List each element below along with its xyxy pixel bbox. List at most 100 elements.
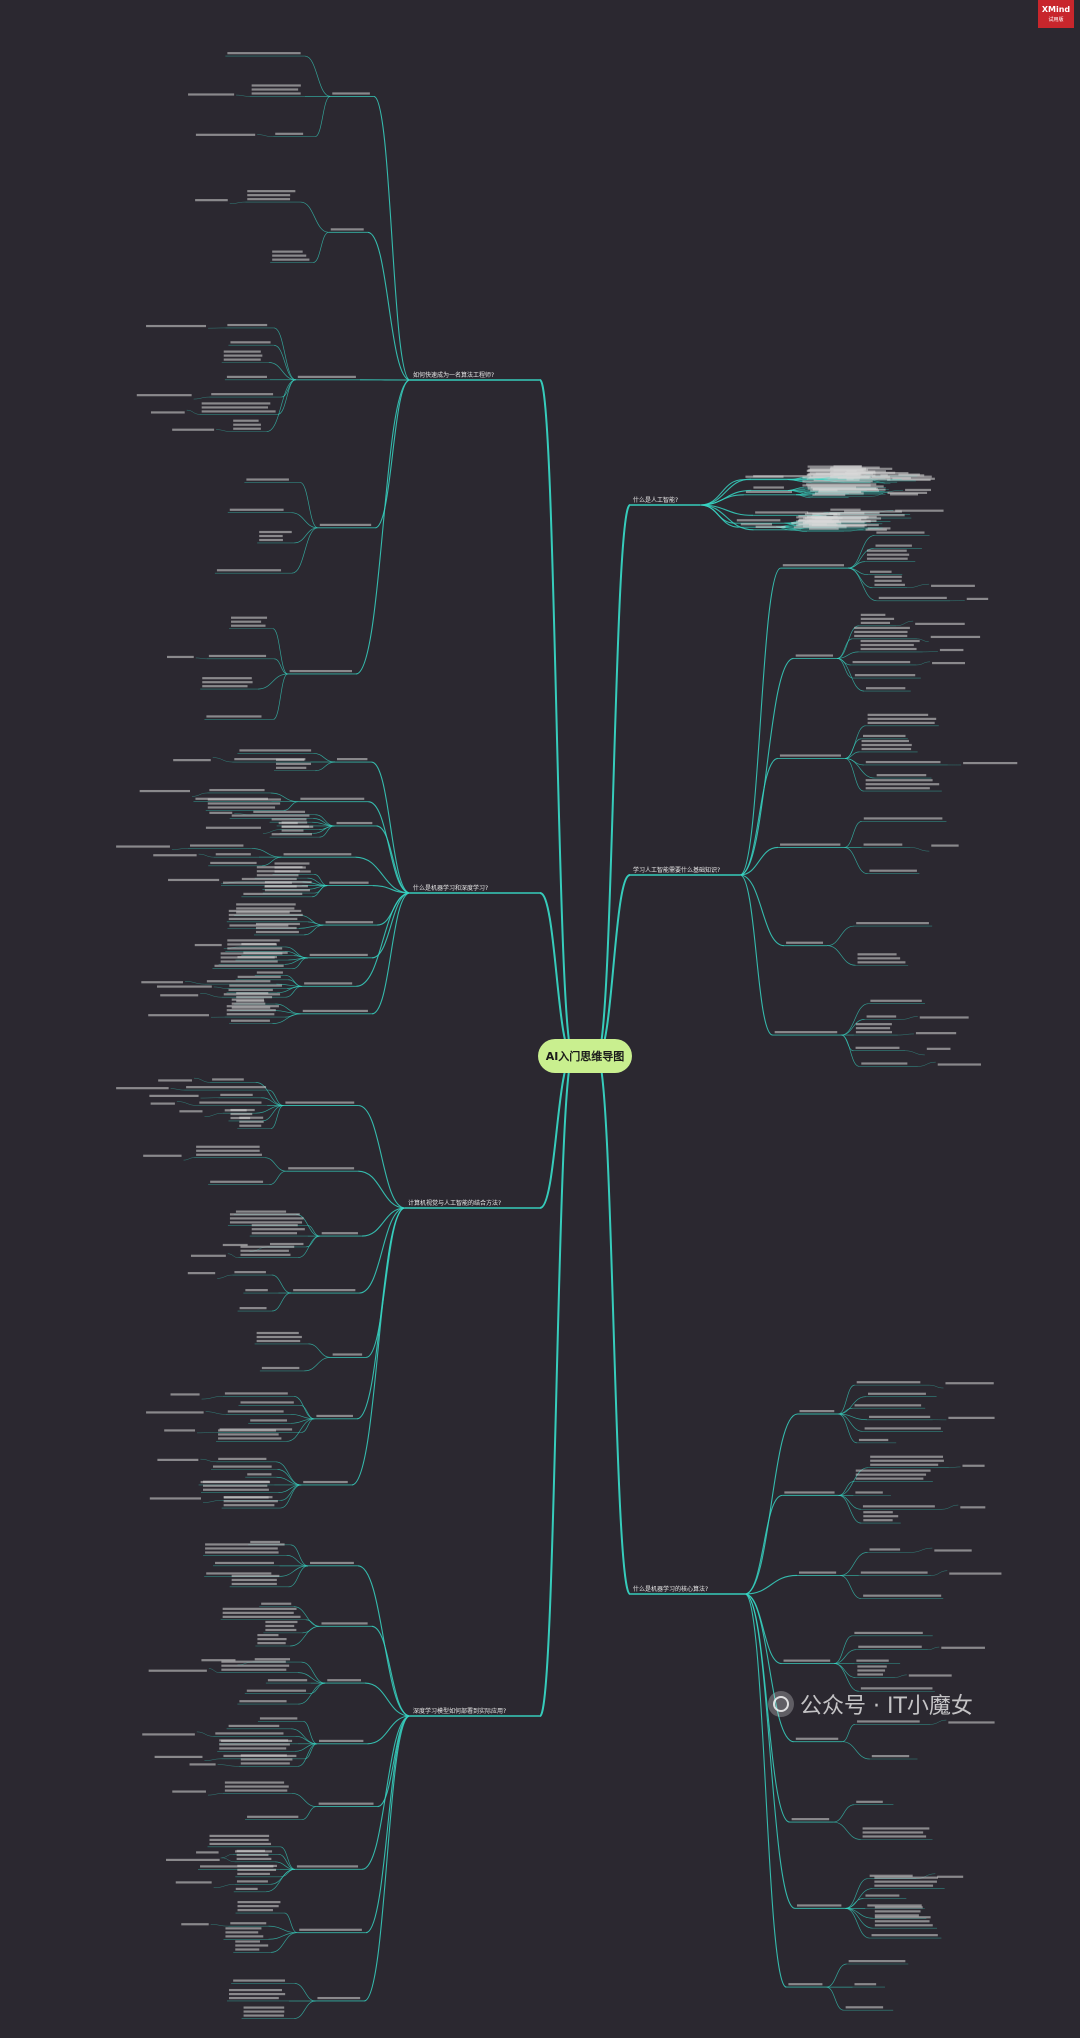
leaf-connector: [795, 494, 811, 499]
leaf-topic-text: [250, 1419, 288, 1422]
leaf-connector: [276, 1476, 302, 1486]
leaf-topic-text: [966, 597, 989, 601]
leaf-topic-text: [854, 1983, 877, 1986]
leaf-topic-text: [251, 1232, 298, 1235]
leaf-topic-text: [228, 913, 303, 917]
leaf-topic-text: [173, 759, 211, 762]
leaf-topic-text: [869, 1548, 901, 1551]
sub-topic-text: [332, 1353, 363, 1356]
branch-topic[interactable]: 深度学习模型如何部署到实际应用?: [413, 1708, 507, 1715]
leaf-connector: [288, 1565, 309, 1588]
leaf-topic-text: [866, 549, 907, 552]
leaf-topic-text: [264, 889, 310, 892]
leaf-topic-text: [231, 1578, 277, 1582]
leaf-connector: [284, 1912, 298, 1934]
branch-topic[interactable]: 如何快速成为一名算法工程师?: [413, 372, 495, 379]
leaf-connector: [844, 820, 862, 848]
leaf-topic-text: [223, 1504, 275, 1507]
leaf-topic-text: [206, 715, 262, 718]
leaf-topic-text: [861, 747, 912, 751]
leaf-topic-text: [275, 132, 304, 135]
leaf-topic-text: [256, 870, 300, 873]
leaf-topic-text: [247, 194, 291, 197]
leaf-topic-text: [219, 1739, 289, 1742]
leaf-connector: [872, 492, 889, 497]
leaf-topic-text: [863, 1511, 893, 1514]
sub-connector: [356, 1207, 406, 1420]
leaf-topic-text: [218, 1437, 282, 1440]
sub-connector: [367, 231, 411, 381]
leaf-connector: [277, 1469, 302, 1486]
sub-connector: [699, 494, 744, 506]
leaf-connector: [196, 1731, 214, 1737]
leaf-topic-text: [236, 992, 269, 995]
leaf-topic-text: [229, 508, 284, 511]
sub-connector: [356, 892, 411, 987]
branch-connector: [596, 504, 631, 1057]
sub-connector: [371, 1625, 411, 1717]
leaf-connector: [896, 620, 914, 627]
leaf-topic-text: [265, 1620, 298, 1624]
leaf-topic-text: [148, 1014, 209, 1017]
leaf-topic-text: [872, 475, 932, 478]
leaf-topic-text: [220, 1093, 253, 1096]
sub-topic-text: [779, 754, 841, 757]
central-topic[interactable]: AI入门思维导图: [538, 1039, 632, 1073]
leaf-connector: [299, 914, 324, 926]
leaf-connector: [894, 1674, 907, 1678]
leaf-topic-text: [858, 1438, 889, 1442]
leaf-topic-text: [235, 1210, 287, 1213]
leaf-topic-text: [837, 476, 911, 480]
branch-topic[interactable]: 什么是机器学习和深度学习?: [413, 885, 489, 892]
branch-topic[interactable]: 什么是人工智能?: [633, 497, 679, 504]
branch-topic[interactable]: 学习人工智能需要什么基础知识?: [633, 867, 721, 874]
sub-connector: [744, 1574, 798, 1595]
leaf-topic-text: [141, 981, 183, 984]
leaf-topic-text: [869, 1415, 931, 1418]
leaf-topic-text: [186, 1086, 267, 1089]
leaf-connector: [300, 201, 329, 233]
leaf-topic-text: [865, 783, 940, 786]
leaf-connector: [221, 1857, 235, 1863]
leaf-connector: [787, 490, 809, 494]
leaf-topic-text: [281, 829, 304, 832]
leaf-connector: [298, 1682, 326, 1705]
leaf-topic-text: [948, 1416, 995, 1419]
leaf-topic-text: [215, 853, 251, 856]
leaf-topic-text: [863, 817, 943, 820]
leaf-topic-text: [240, 1762, 290, 1765]
sub-topic-text: [289, 669, 353, 673]
leaf-topic-text: [271, 818, 307, 821]
leaf-topic-text: [240, 1253, 291, 1256]
watermark: 公众号 · IT小魔女: [768, 1688, 973, 1720]
branch-topic[interactable]: 什么是机器学习的核心算法?: [633, 1586, 709, 1593]
leaf-connector: [261, 856, 282, 867]
leaf-topic-text: [202, 1484, 268, 1487]
leaf-topic-text: [874, 1910, 921, 1913]
leaf-topic-text: [243, 2006, 285, 2009]
sub-connector: [377, 1715, 411, 1808]
leaf-topic-text: [250, 1540, 281, 1544]
leaf-topic-text: [246, 478, 289, 481]
leaf-topic-text: [267, 1679, 308, 1682]
leaf-topic-text: [874, 1920, 930, 1923]
leaf-topic-text: [866, 553, 910, 556]
watermark-text: 公众号 · IT小魔女: [800, 1694, 973, 1719]
sub-connector: [372, 885, 411, 894]
leaf-topic-text: [234, 1271, 266, 1274]
leaf-topic-text: [272, 254, 307, 257]
leaf-topic-text: [867, 721, 935, 724]
leaf-topic-text: [867, 713, 929, 716]
leaf-connector: [274, 658, 288, 675]
sub-topic-text: [795, 654, 834, 657]
leaf-topic-text: [848, 1960, 906, 1963]
branch-topic[interactable]: 计算机视觉与人工智能的结合方法?: [408, 1200, 502, 1207]
leaf-connector: [847, 567, 873, 589]
leaf-topic-text: [223, 993, 281, 996]
leaf-connector: [313, 752, 335, 763]
leaf-connector: [204, 1758, 222, 1761]
leaf-connector: [845, 1878, 868, 1909]
leaf-connector: [279, 1565, 309, 1577]
sub-connector: [739, 657, 794, 876]
